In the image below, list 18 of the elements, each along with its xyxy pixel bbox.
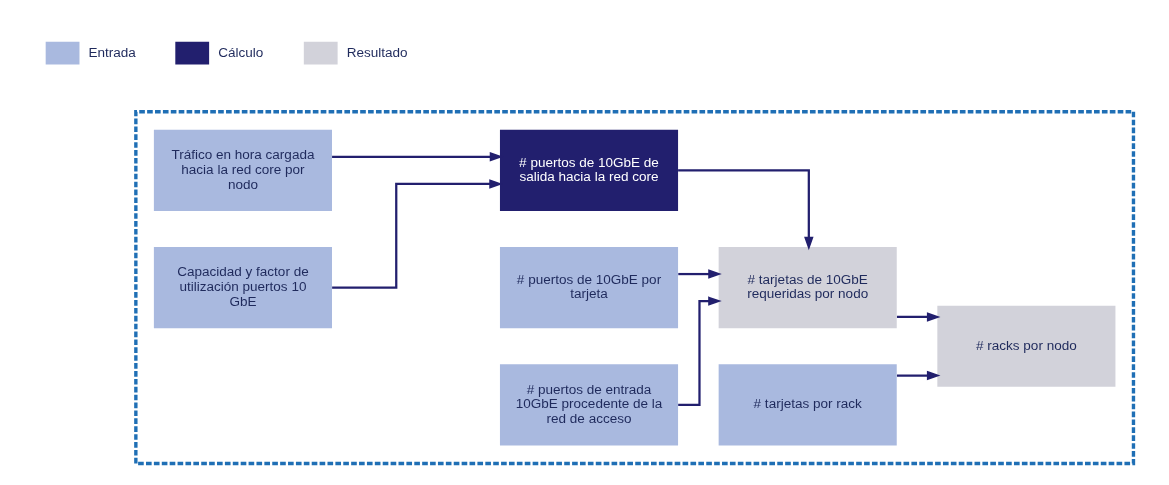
node-box: # tarjetas de 10GbE requeridas por nodo — [718, 247, 897, 329]
arrow — [896, 312, 941, 322]
legend-label: Resultado — [346, 44, 408, 60]
node-box: # puertos de entrada 10GbE procedente de la red de acceso — [499, 364, 679, 446]
node-box: # puertos de 10GbE de salida hacia la red core — [499, 129, 679, 211]
arrow — [332, 179, 503, 289]
cluster — [134, 110, 1136, 466]
arrow — [678, 169, 814, 251]
legend-label: Entrada — [88, 44, 136, 60]
node-box: Tráfico en hora cargada hacia la red core por nodo — [153, 129, 332, 211]
node-box: Capacidad y factor de utilización puertos 10 GbE — [153, 247, 332, 329]
legend-label: Cálculo — [218, 44, 264, 60]
node-box: # puertos de 10GbE por tarjeta — [499, 247, 679, 329]
node-box: # tarjetas por rack — [718, 364, 897, 446]
node-box: # racks por nodo — [937, 305, 1116, 387]
arrow — [678, 296, 722, 406]
arrow — [896, 370, 941, 381]
arrow — [678, 269, 722, 279]
